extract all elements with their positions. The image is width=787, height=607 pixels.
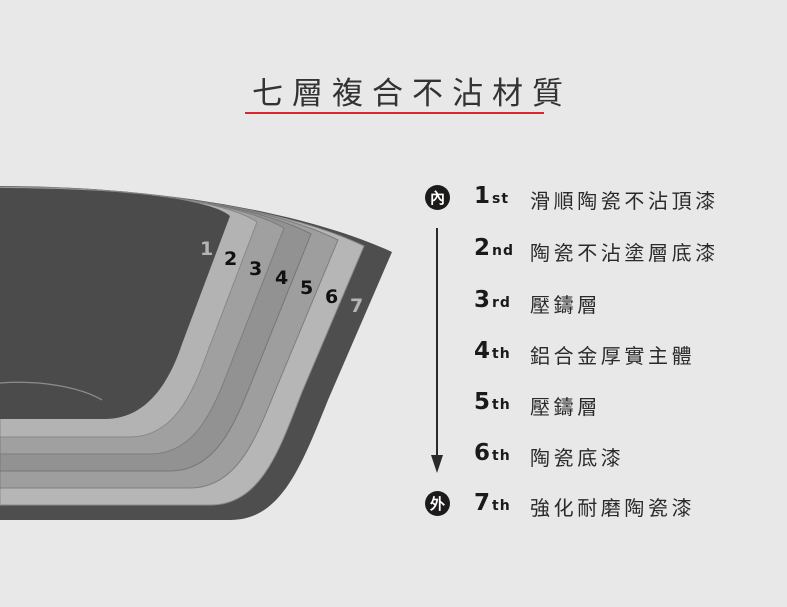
legend-item-6: 6 th [474, 440, 511, 470]
legend-label-2: 陶瓷不沾塗層底漆 [530, 241, 719, 265]
ordinal-number: 1 [474, 183, 491, 209]
legend-item-2: 2 nd [474, 235, 514, 265]
ordinal-suffix: th [492, 346, 511, 362]
ordinal-number: 4 [474, 338, 491, 364]
layer-number-3: 3 [249, 258, 263, 280]
legend-item-5: 5 th [474, 389, 511, 419]
surface-highlight [0, 381, 103, 401]
legend-label-5: 壓鑄層 [530, 395, 601, 419]
arrow-down-icon [431, 455, 443, 473]
inner-icon: 內 [425, 185, 450, 210]
ordinal-number: 2 [474, 235, 491, 261]
pan-layer-diagram [0, 186, 392, 520]
ordinal-number: 7 [474, 490, 491, 516]
ordinal-suffix: th [492, 397, 511, 413]
ordinal-suffix: st [492, 191, 510, 207]
ordinal-suffix: rd [492, 295, 511, 311]
page-title: 七層複合不沾材質 [252, 76, 572, 112]
title-underline [245, 112, 544, 114]
legend-item-1: 1 st [474, 183, 509, 213]
layer-number-7: 7 [350, 295, 364, 317]
legend-label-1: 滑順陶瓷不沾頂漆 [530, 189, 719, 213]
layer-number-4: 4 [275, 267, 289, 289]
legend-label-3: 壓鑄層 [530, 293, 601, 317]
layer-number-5: 5 [300, 277, 314, 299]
direction-arrow-line [436, 228, 438, 458]
ordinal-number: 5 [474, 389, 491, 415]
layer-1-shape [0, 188, 230, 419]
legend-item-3: 3 rd [474, 287, 511, 317]
legend-item-4: 4 th [474, 338, 511, 368]
legend-label-7: 強化耐磨陶瓷漆 [530, 496, 696, 520]
ordinal-number: 6 [474, 440, 491, 466]
ordinal-suffix: th [492, 498, 511, 514]
ordinal-number: 3 [474, 287, 491, 313]
ordinal-suffix: nd [492, 243, 515, 259]
layer-number-1: 1 [200, 238, 214, 260]
legend-label-4: 鋁合金厚實主體 [530, 344, 696, 368]
outer-icon: 外 [425, 491, 450, 516]
layer-number-6: 6 [325, 286, 339, 308]
layer-number-2: 2 [224, 248, 238, 270]
legend-label-6: 陶瓷底漆 [530, 446, 625, 470]
legend-item-7: 7 th [474, 490, 511, 520]
ordinal-suffix: th [492, 448, 511, 464]
